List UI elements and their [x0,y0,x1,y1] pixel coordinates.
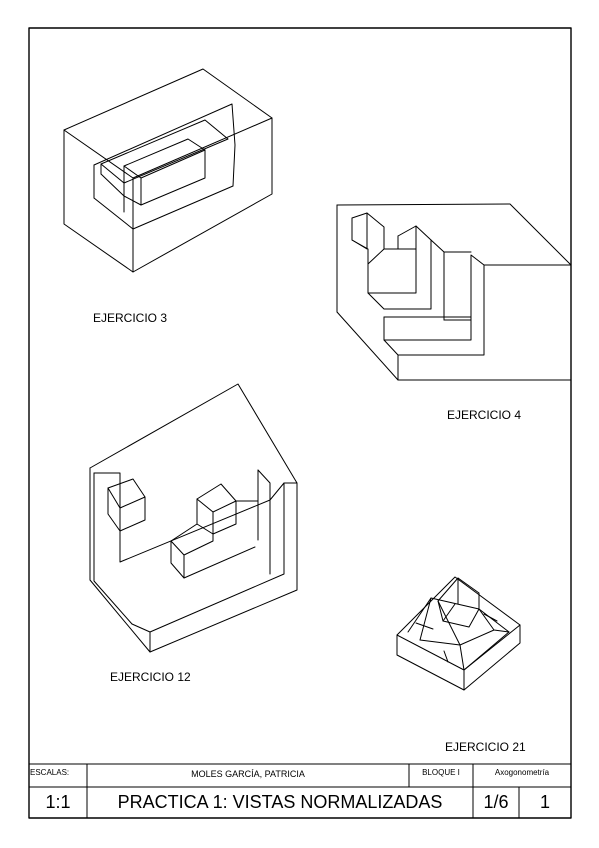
topic-label: Axogonometría [494,768,550,777]
isometric-figure-3 [63,68,273,273]
block-label: BLOQUE I [422,768,460,777]
isometric-figure-12 [89,383,298,653]
exercise-label-12: EJERCICIO 12 [110,670,191,684]
isometric-figure-4 [336,203,572,381]
author-name: MOLES GARCÍA, PATRICIA [191,769,305,779]
sheet-border [28,27,572,819]
exercise-label-4: EJERCICIO 4 [447,408,522,422]
isometric-figure-21 [396,576,521,691]
sheet-title: PRACTICA 1: VISTAS NORMALIZADAS [117,792,443,812]
scales-label: ESCALAS: [30,768,70,777]
scale-value: 1:1 [45,792,71,812]
title-block [28,763,572,819]
sheet-number: 1 [539,792,550,812]
exercise-label-21: EJERCICIO 21 [445,740,526,754]
sheet-fraction: 1/6 [483,792,509,812]
exercise-label-3: EJERCICIO 3 [93,311,168,325]
